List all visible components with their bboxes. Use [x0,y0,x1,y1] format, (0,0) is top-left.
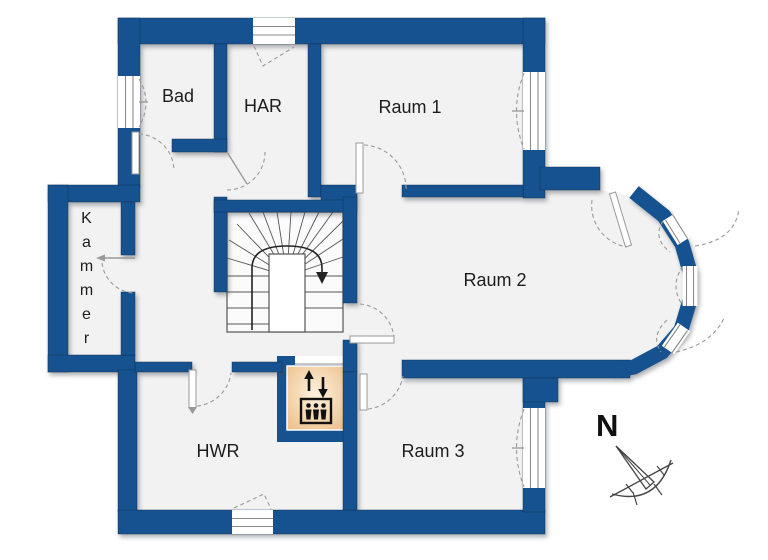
stair-down-arrow-icon [316,272,328,284]
window-bay-upper [662,213,691,245]
door-kammer [96,254,135,294]
wall-kammer-left [47,184,69,373]
wall-stair-left [213,196,228,293]
stair-direction-line [251,245,323,330]
north-arrow-icon [609,445,674,506]
wall-stair-top [213,199,346,213]
window-bay-middle [682,266,698,306]
window-top [253,18,295,44]
wall-raum2-bottom [401,359,631,379]
door-hwr [188,369,232,414]
windows [118,18,698,534]
door-raum3 [359,373,404,411]
wall-stair-right [342,196,358,304]
doors [96,131,633,414]
wall-raum2-ne [539,166,601,191]
stairs-icon [226,211,344,333]
wall-har-raum1 [307,43,322,198]
wall-left-lower [117,369,138,513]
elevator-door-opening [295,356,347,365]
window-raum3-right [523,408,545,488]
wall-raum2-raum3-stub [522,377,559,403]
wall-bad-har [213,43,228,153]
window-raum1-right [523,72,545,150]
door-raum1 [355,142,407,194]
wall-top [117,17,546,45]
window-opening-indicators [138,45,740,510]
door-raum2 [349,303,395,344]
wall-bad-bottom [171,138,228,153]
wall-kammer-right-lower [120,291,136,356]
walls [47,17,698,535]
wall-bottom [117,509,546,535]
wall-kammer-bottom [47,354,136,373]
wall-hwr-top-right [231,361,283,373]
wall-corridor-raum2-stub [342,339,358,373]
wall-raum1-raum2 [401,184,524,198]
window-bad-left [118,76,140,128]
window-bottom [232,510,273,534]
wall-hwr-raum3 [342,371,358,511]
window-bay-lower [661,322,691,355]
door-bay [591,191,633,248]
floor-areas [58,30,694,522]
elevator-pictogram [299,370,333,425]
door-bad [131,131,175,175]
door-har [226,151,266,191]
wall-hwr-top-left [134,361,193,373]
wall-kammer-right-upper [120,201,136,256]
